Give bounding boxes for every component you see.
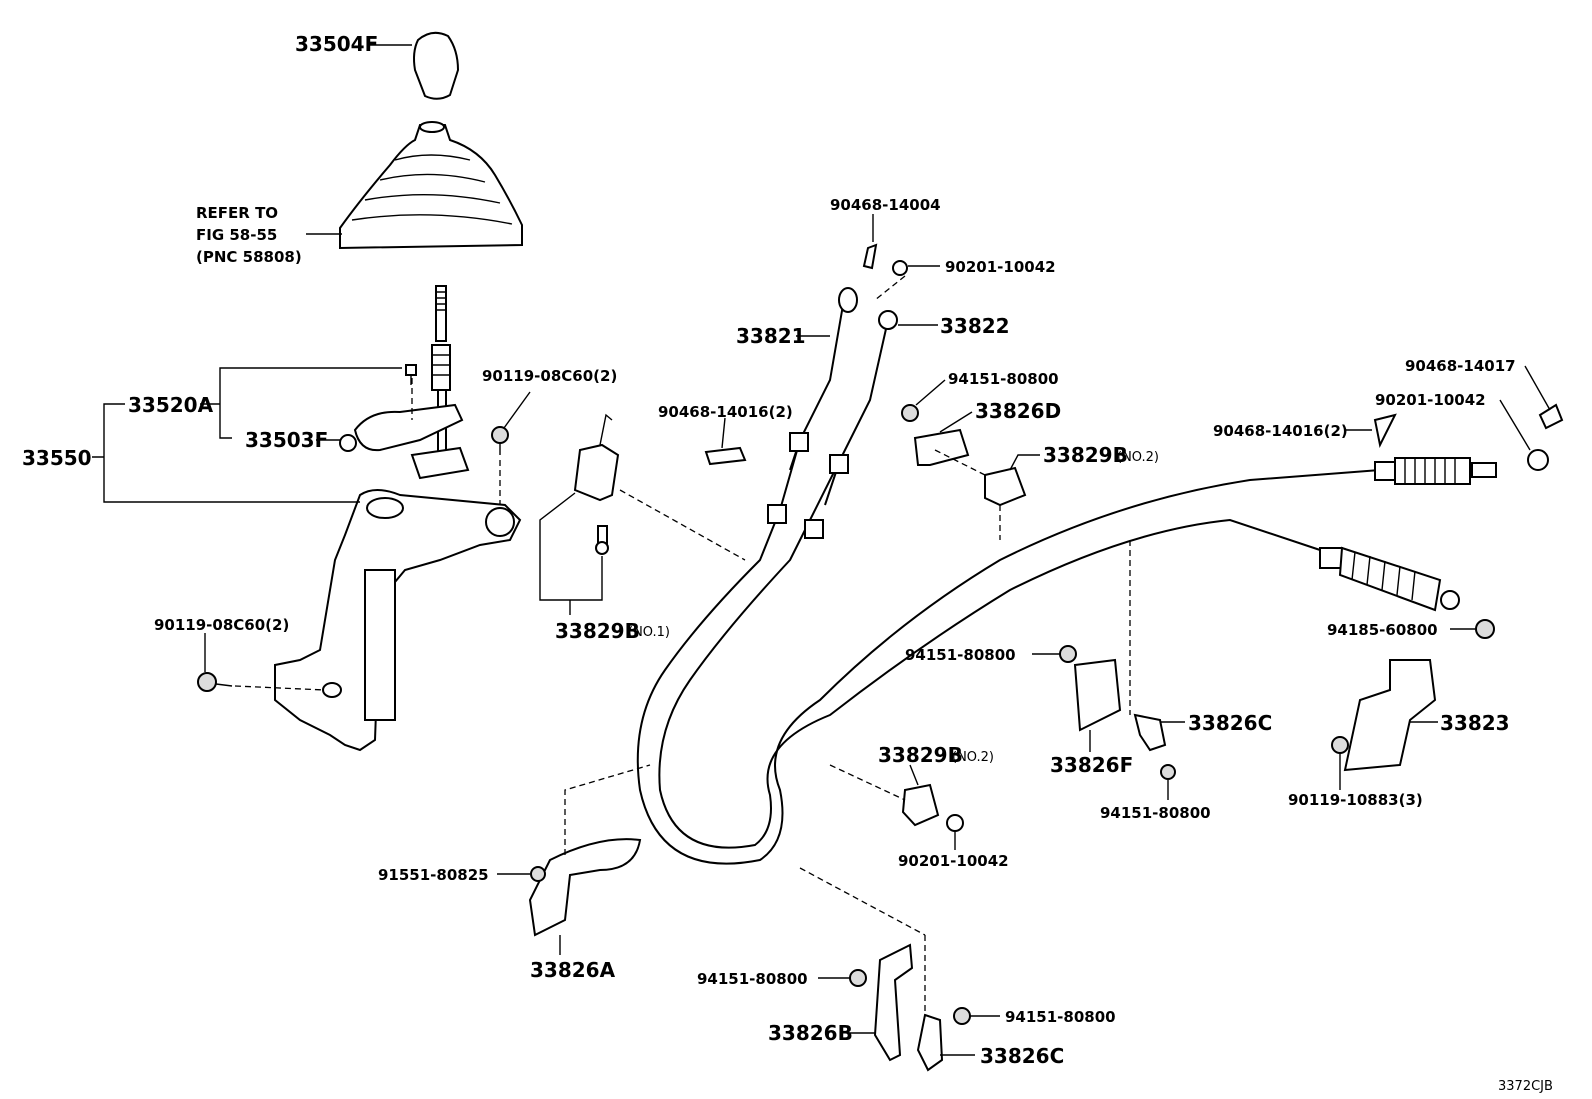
- clip-90468-14017: [1538, 403, 1564, 430]
- label-33823: 33823: [1440, 711, 1510, 735]
- label-94151-80800-a: 94151-80800: [948, 370, 1059, 388]
- label-94151-80800-d: 94151-80800: [697, 970, 808, 988]
- label-90468-14016-a: 90468-14016(2): [658, 403, 793, 421]
- label-90119-08c60-a: 90119-08C60(2): [482, 367, 617, 385]
- label-90468-14017: 90468-14017: [1405, 357, 1516, 375]
- shift-lever-housing: [274, 489, 522, 752]
- label-33821: 33821: [736, 324, 806, 348]
- label-33826a: 33826A: [530, 958, 616, 982]
- label-33504f: 33504F: [295, 32, 378, 56]
- bracket-33826b: [873, 943, 914, 1062]
- shift-boot: [339, 121, 523, 250]
- lever-bracket: [339, 403, 470, 480]
- label-90119-10883: 90119-10883(3): [1288, 791, 1423, 809]
- label-90201-10042-a: 90201-10042: [945, 258, 1056, 276]
- clip-90468-14016-a: [704, 446, 747, 466]
- washer-90201-a: [892, 260, 908, 276]
- label-refer-1: REFER TO: [196, 204, 278, 222]
- label-94151-80800-e: 94151-80800: [1005, 1008, 1116, 1026]
- bracket-33826f: [1073, 658, 1122, 732]
- bolt-90119-top: [491, 426, 509, 455]
- clip-33829b-no1: [573, 413, 620, 555]
- label-91551-80825: 91551-80825: [378, 866, 489, 884]
- washer-90201-b: [1527, 449, 1549, 471]
- label-33550: 33550: [22, 446, 92, 470]
- nut-94151-c: [1160, 764, 1176, 780]
- label-90201-10042-c: 90201-10042: [898, 852, 1009, 870]
- label-33826c-b: 33826C: [980, 1044, 1064, 1068]
- label-94185-60800: 94185-60800: [1327, 621, 1438, 639]
- label-33503f: 33503F: [245, 428, 328, 452]
- label-33826b: 33826B: [768, 1021, 853, 1045]
- label-33829b-no2-b: 33829B: [878, 743, 963, 767]
- shift-knob: [413, 31, 460, 100]
- clamp-33826c-a: [1133, 713, 1167, 752]
- bolt-90119-10883: [1331, 736, 1349, 754]
- label-refer-3: (PNC 58808): [196, 248, 302, 266]
- label-33826c-a: 33826C: [1188, 711, 1272, 735]
- label-33829b-no1: 33829B: [555, 619, 640, 643]
- label-90119-08c60-b: 90119-08C60(2): [154, 616, 289, 634]
- label-94151-80800-b: 94151-80800: [905, 646, 1016, 664]
- clip-33829b-no2-top: [984, 466, 1027, 507]
- bolt-90119-left: [197, 672, 233, 692]
- label-90468-14004: 90468-14004: [830, 196, 941, 214]
- clip-90468-14016-b: [1373, 413, 1397, 449]
- label-94151-80800-c: 94151-80800: [1100, 804, 1211, 822]
- label-33826d: 33826D: [975, 399, 1061, 423]
- nut-94151-d: [849, 969, 867, 987]
- bracket-33823: [1343, 659, 1437, 772]
- nut-94185: [1475, 619, 1495, 639]
- nut-94151-e: [953, 1007, 971, 1025]
- cable-end-upper: [1374, 457, 1497, 485]
- clip-90468-14004: [862, 243, 878, 270]
- small-bolt-top: [405, 364, 417, 385]
- label-90201-10042-b: 90201-10042: [1375, 391, 1486, 409]
- label-33520a: 33520A: [128, 393, 214, 417]
- bracket-33826d: [913, 428, 970, 466]
- washer-90201-c: [946, 814, 964, 832]
- clamp-33826a: [528, 838, 642, 937]
- label-no2-a: (NO.2): [1117, 450, 1159, 465]
- label-refer-2: FIG 58-55: [196, 226, 277, 244]
- label-no1: (NO.1): [628, 625, 670, 640]
- nut-94151-b: [1059, 645, 1077, 663]
- figure-code: 3372CJB: [1498, 1079, 1553, 1094]
- label-33826f: 33826F: [1050, 753, 1133, 777]
- label-33829b-no2-a: 33829B: [1043, 443, 1128, 467]
- cable-end-lower: [1319, 546, 1460, 612]
- clip-33829b-no2-low: [901, 783, 940, 827]
- bolt-91551: [530, 866, 546, 882]
- nut-94151-a: [901, 404, 919, 422]
- clamp-33826c-b: [916, 1013, 944, 1072]
- label-33822: 33822: [940, 314, 1010, 338]
- label-no2-b: (NO.2): [952, 750, 994, 765]
- label-90468-14016-b: 90468-14016(2): [1213, 422, 1348, 440]
- shift-cables: [636, 287, 1381, 865]
